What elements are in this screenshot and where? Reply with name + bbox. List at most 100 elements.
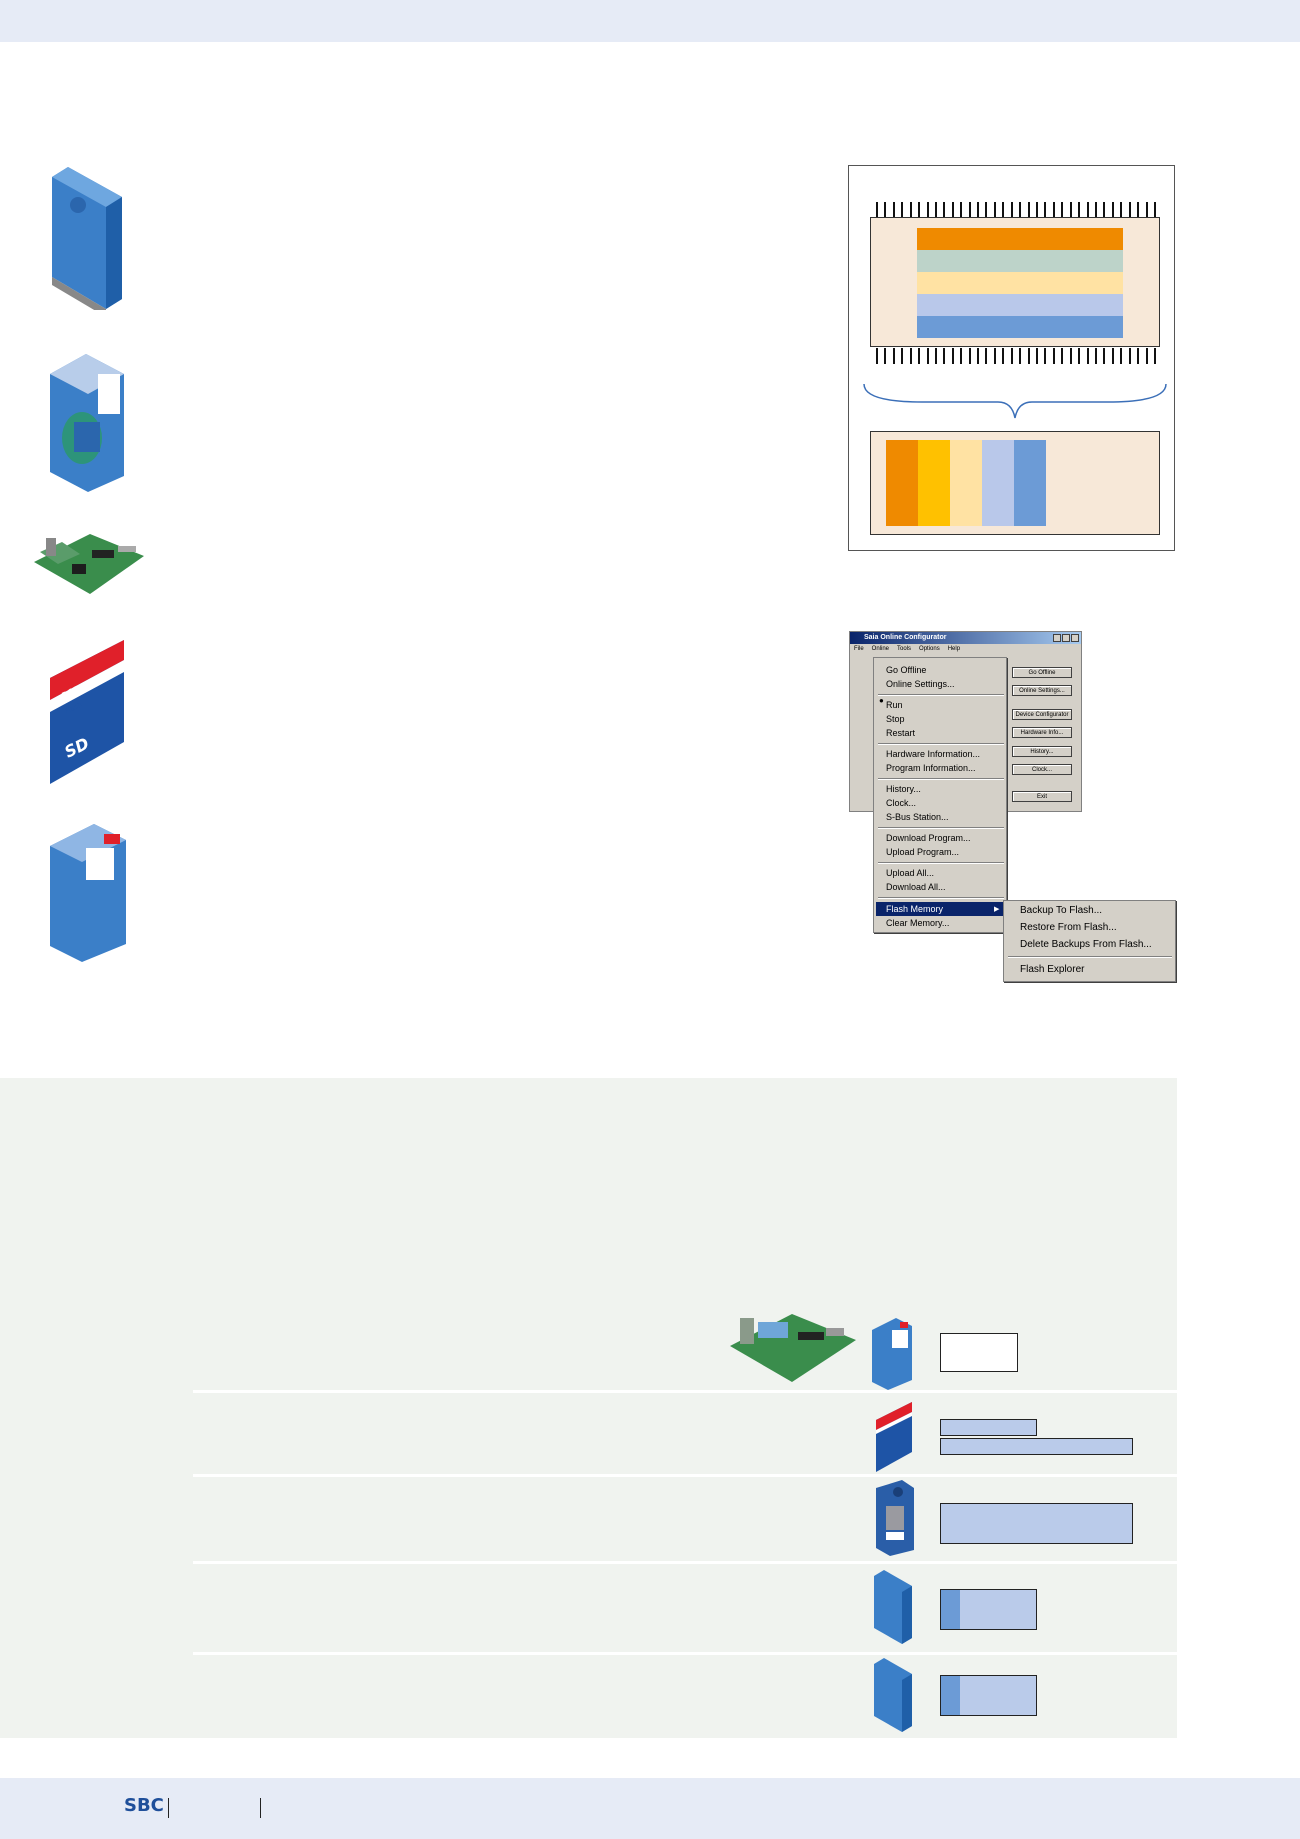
submenu-flash-explorer[interactable]: Flash Explorer [1020,964,1085,975]
chip-pin [918,202,921,218]
chip-pin [884,348,887,364]
menu-item-clear-memory[interactable]: Clear Memory... [886,918,950,928]
comparison-panel [0,1078,1177,1738]
sd-card-pcd7r-icon: PCD7.R.. Flash SD [46,638,128,789]
menu-options[interactable]: Options [919,646,940,652]
chip-stripe [917,250,1123,272]
chip-pin [901,348,904,364]
chip-pin [1153,348,1156,364]
bar-fill [941,1676,960,1715]
menu-item-program-information[interactable]: Program Information... [886,763,976,773]
chip-pin [1103,202,1106,218]
chip-pin [1010,202,1013,218]
chip-pin [1128,348,1131,364]
exit-button[interactable]: Exit [1012,791,1072,802]
chip-pin [1069,348,1072,364]
chip-pin [960,348,963,364]
flash-card-icon [872,1480,916,1561]
menu-separator [878,694,1004,696]
row-divider [193,1652,1177,1655]
chip-pin [943,202,946,218]
chip-pins-bottom [876,348,1156,364]
menu-item-upload-program[interactable]: Upload Program... [886,847,960,857]
window-title: Saia Online Configurator [850,632,1081,644]
menu-separator [878,862,1004,864]
row-4-bar [940,1589,1037,1630]
menu-item-online-settings[interactable]: Online Settings... [886,679,955,689]
chip-pin [876,202,878,218]
menu-item-stop[interactable]: Stop [886,714,905,724]
flash-memory-submenu: Backup To Flash... Restore From Flash...… [1003,900,1176,982]
chip-pin [1145,202,1148,218]
menu-help[interactable]: Help [947,646,961,652]
sd-slot-module-icon [46,352,128,497]
submenu-restore-from-flash[interactable]: Restore From Flash... [1020,922,1117,933]
chip-pin [909,348,912,364]
chip-pin [884,202,887,218]
menu-file[interactable]: File [854,646,864,652]
menu-item-hardware-information[interactable]: Hardware Information... [886,749,981,759]
chip-pin [926,202,929,218]
memory-module-white-label-icon [46,820,128,967]
chip-pin [1027,348,1030,364]
device-configurator-button[interactable]: Device Configurator [1012,709,1072,720]
menu-separator [878,778,1004,780]
hardware-info-button[interactable]: Hardware Info... [1012,727,1072,738]
flash-module-blue-icon [46,165,128,317]
chip-pin [951,202,954,218]
menu-item-download-program[interactable]: Download Program... [886,833,971,843]
chip-pin [918,348,921,364]
menu-item-restart[interactable]: Restart [886,728,916,738]
chip-pin [1036,202,1039,218]
menu-separator [878,827,1004,829]
menu-item-go-offline[interactable]: Go Offline [886,665,927,675]
chip-pin [1069,202,1072,218]
menu-online[interactable]: Online [871,646,890,652]
menu-item-flash-memory[interactable]: Flash Memory [886,904,944,914]
chip-pin [1137,202,1140,218]
clock-button[interactable]: Clock... [1012,764,1072,775]
bar-fill [941,1590,960,1629]
chip-pin [1036,348,1039,364]
chip-stripe [917,294,1123,316]
menu-tools[interactable]: Tools [897,646,912,652]
menu-item-upload-all[interactable]: Upload All... [886,868,935,878]
submenu-backup-to-flash[interactable]: Backup To Flash... [1020,905,1103,916]
online-dropdown-menu: ● Go Offline Online Settings... Run Stop… [873,657,1007,933]
chip-pin [926,348,929,364]
chip-pin [1145,348,1148,364]
chip-pin [1002,202,1005,218]
memory-column [950,440,982,526]
chip-pin [985,202,988,218]
close-button[interactable] [1071,634,1079,642]
menu-item-download-all[interactable]: Download All... [886,882,946,892]
minimize-button[interactable] [1053,634,1061,642]
chip-pin [960,202,963,218]
maximize-button[interactable] [1062,634,1070,642]
online-settings-button[interactable]: Online Settings... [1012,685,1072,696]
history-button[interactable]: History... [1012,746,1072,757]
chip-pin [934,348,937,364]
submenu-delete-backups[interactable]: Delete Backups From Flash... [1020,939,1152,950]
menu-item-sbus-station[interactable]: S-Bus Station... [886,812,949,822]
memory-partition-box [870,431,1160,535]
sd-card-icon [874,1400,914,1477]
memory-column [982,440,1014,526]
memory-column [918,440,950,526]
chip-pin [943,348,946,364]
chip-stripe [917,272,1123,294]
row-divider [193,1561,1177,1564]
curly-brace [863,383,1167,419]
menu-item-clock[interactable]: Clock... [886,798,917,808]
menu-separator [878,897,1004,899]
menu-item-run[interactable]: Run [886,700,903,710]
footer-separator [260,1798,261,1818]
go-offline-button[interactable]: Go Offline [1012,667,1072,678]
chip-pin [1094,348,1097,364]
chip-pin [1044,202,1047,218]
row-2-bar-short [940,1419,1037,1436]
chip-pin [901,202,904,218]
chip-pin [876,348,878,364]
menu-item-history[interactable]: History... [886,784,921,794]
chip-pin [1120,202,1123,218]
